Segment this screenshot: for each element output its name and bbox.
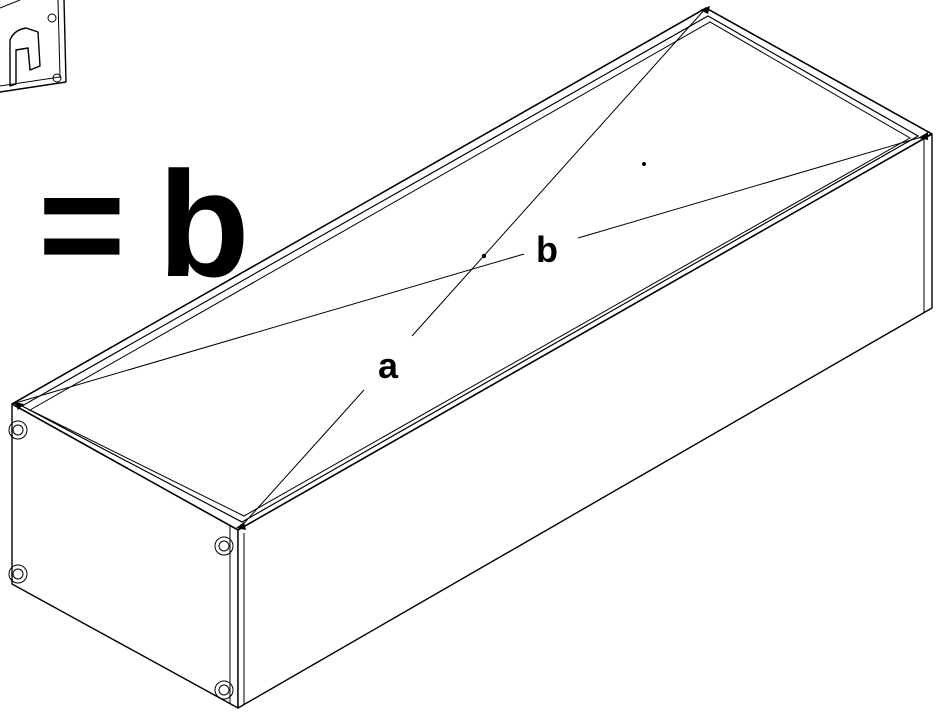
diagonal-a-label: a (378, 345, 399, 386)
diagonal-lines (11, 7, 933, 531)
screw-icon (47, 13, 57, 23)
screw-icon (52, 73, 62, 83)
reference-dot (642, 162, 646, 166)
screw-icon (214, 536, 234, 556)
open-box (8, 6, 933, 709)
equation-heading: = b (38, 140, 250, 308)
diagonal-b (11, 253, 525, 405)
end-face-screws (8, 420, 234, 700)
screw-icon (8, 564, 28, 584)
inset-latch-detail (0, 0, 67, 93)
screw-icon (8, 420, 28, 440)
diagonal-b-label: b (536, 229, 558, 270)
equals-sign: = (38, 140, 126, 308)
intersection-point (481, 253, 487, 259)
diagonal-a (411, 7, 707, 337)
screw-icon (214, 680, 234, 700)
